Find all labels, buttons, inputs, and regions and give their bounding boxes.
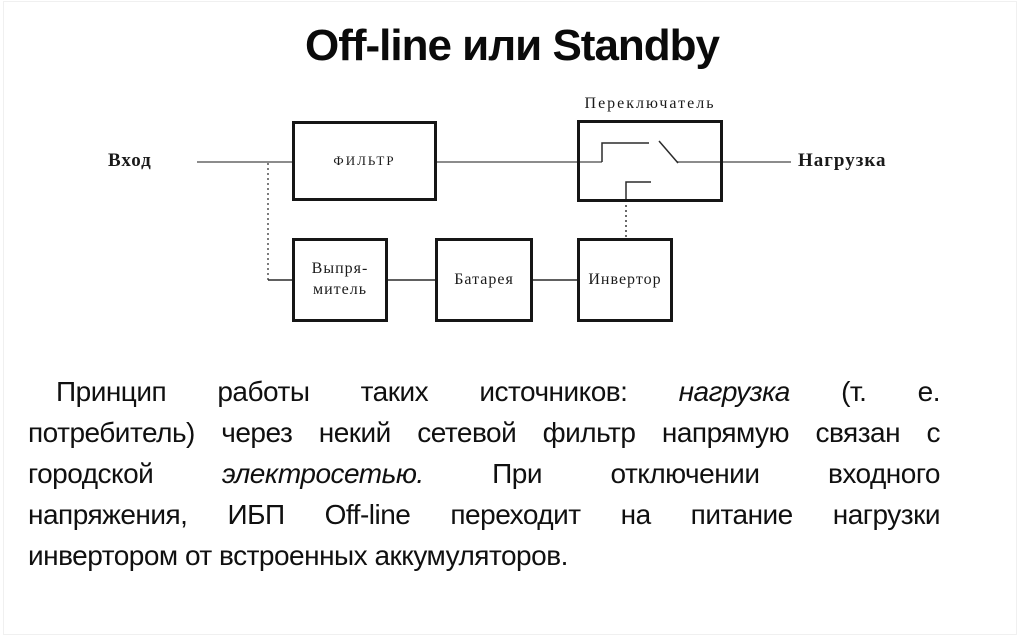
paragraph-line: напряжения, ИБП Off-line переходит на пи… — [28, 494, 941, 535]
paragraph-run: инвертором от встроенных аккумуляторов. — [28, 540, 568, 571]
paragraph-run-italic: электросетью. — [221, 458, 424, 489]
paragraph-run: (т. е. — [789, 376, 940, 407]
input-terminal-label: Вход — [108, 150, 152, 171]
rectifier-box: Выпря- митель — [292, 238, 388, 322]
inverter-label: Инвертор — [588, 270, 662, 288]
rectifier-label: Выпря- митель — [312, 259, 369, 301]
rectifier-label-line1: Выпря- — [311, 260, 369, 278]
paragraph-line: Принцип работы таких источников: нагрузк… — [28, 371, 941, 412]
switch-label: Переключатель — [584, 95, 716, 112]
slide-title: Off-line или Standby — [304, 21, 720, 70]
body-paragraph: Принцип работы таких источников: нагрузк… — [28, 371, 941, 576]
paragraph-run: Принцип работы таких источников: — [56, 376, 679, 407]
switch-box — [577, 120, 723, 202]
filter-label: ФИЛЬТР — [333, 152, 396, 168]
paragraph-run: напряжения, ИБП Off-line переходит на пи… — [28, 499, 941, 530]
paragraph-run: потребитель) через некий сетевой фильтр … — [28, 417, 941, 448]
paragraph-run: При отключении входного — [423, 458, 941, 489]
paragraph-line: инвертором от встроенных аккумуляторов. — [28, 535, 940, 576]
battery-box: Батарея — [435, 238, 533, 322]
battery-label: Батарея — [454, 270, 514, 288]
filter-box: ФИЛЬТР — [292, 121, 437, 201]
paragraph-run: городской — [28, 458, 222, 489]
paragraph-line: потребитель) через некий сетевой фильтр … — [28, 412, 941, 453]
rectifier-label-line2: митель — [312, 281, 368, 298]
inverter-box: Инвертор — [577, 238, 673, 322]
load-terminal-label: Нагрузка — [798, 150, 887, 171]
paragraph-run-italic: нагрузка — [678, 376, 791, 407]
paragraph-line: городской электросетью. При отключении в… — [28, 453, 941, 494]
